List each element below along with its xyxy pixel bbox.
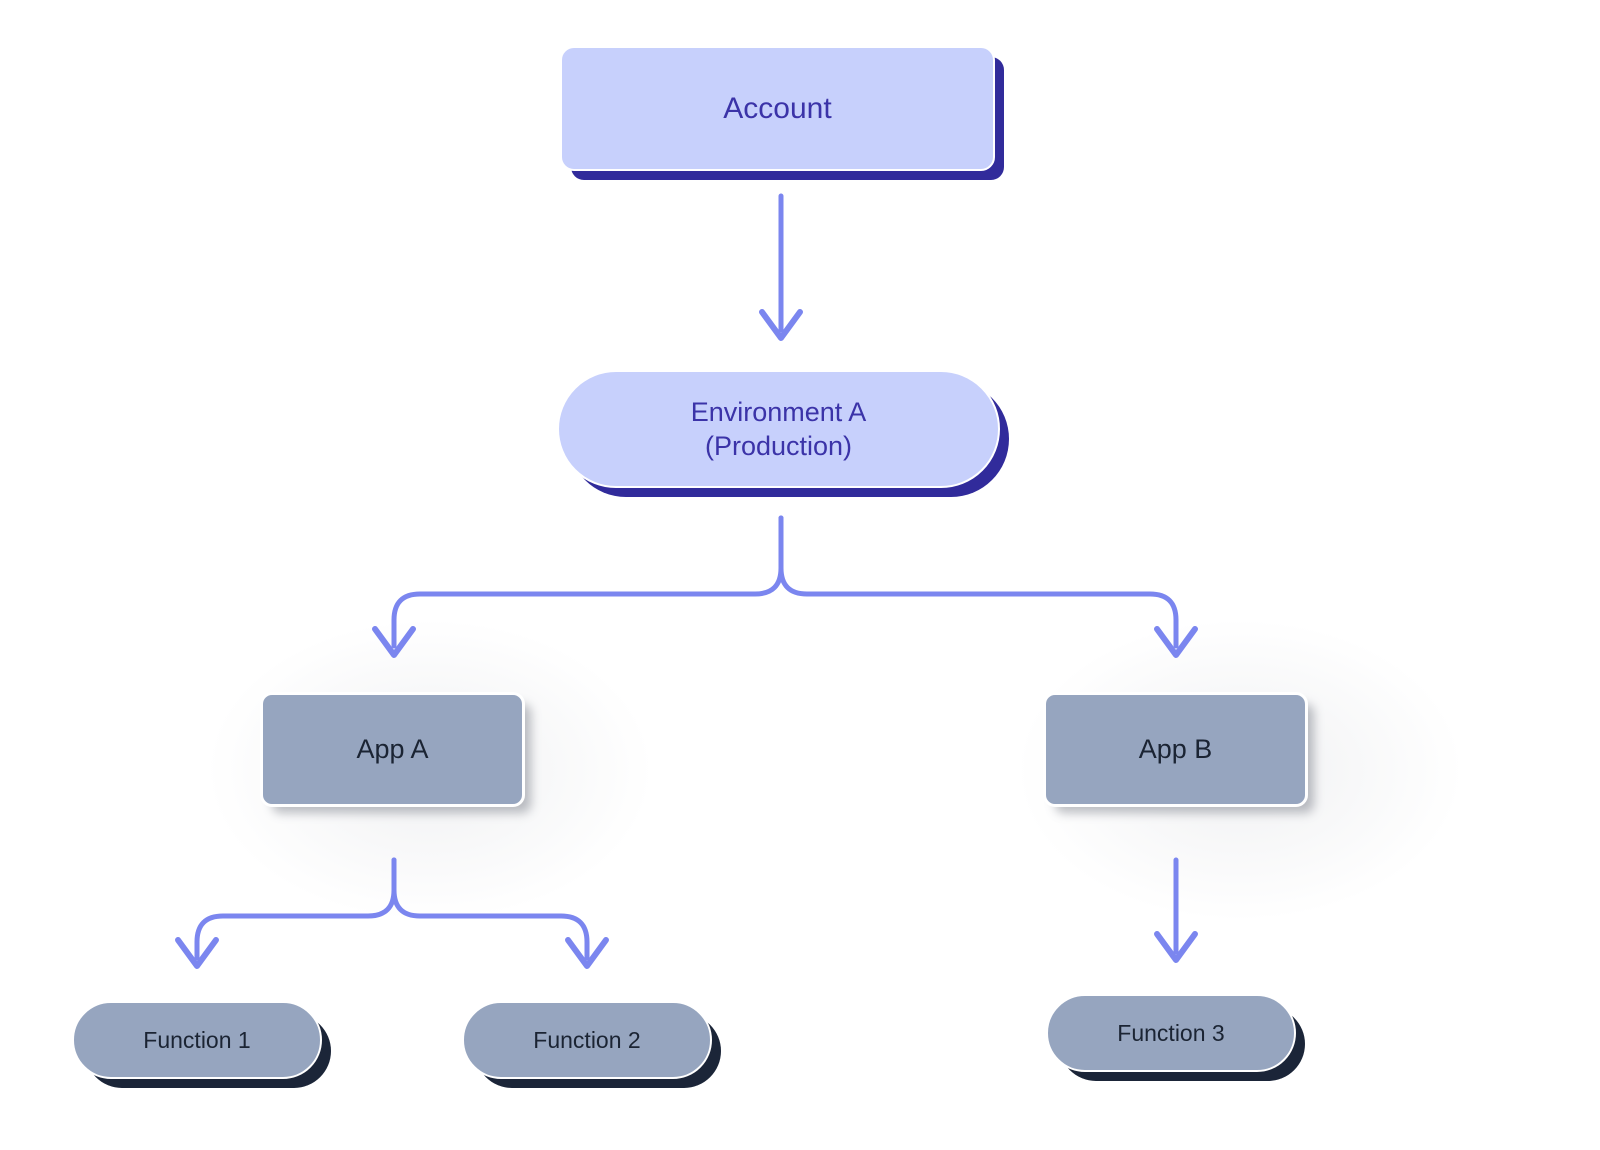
edge-app-a-to-function-1 bbox=[175, 857, 397, 969]
node-account[interactable]: Account bbox=[560, 46, 995, 171]
arrowhead-icon bbox=[1154, 931, 1198, 963]
arrowhead-icon bbox=[175, 937, 219, 969]
edge-app-a-to-function-2 bbox=[391, 857, 609, 969]
arrowhead-icon bbox=[565, 937, 609, 969]
arrowhead-icon bbox=[1154, 626, 1198, 658]
arrowhead-icon bbox=[372, 626, 416, 658]
edge-environment-a-to-app-a bbox=[372, 515, 784, 658]
edge-line bbox=[391, 857, 590, 961]
node-app-b[interactable]: App B bbox=[1043, 692, 1308, 807]
node-function-3[interactable]: Function 3 bbox=[1046, 994, 1296, 1072]
edge-environment-a-to-app-b bbox=[778, 515, 1198, 658]
node-app-a[interactable]: App A bbox=[260, 692, 525, 807]
edge-line bbox=[778, 515, 1179, 649]
edge-app-b-to-function-3 bbox=[1154, 857, 1198, 963]
node-function-2[interactable]: Function 2 bbox=[462, 1001, 712, 1079]
edge-account-to-environment-a bbox=[759, 193, 803, 341]
arrowhead-icon bbox=[759, 309, 803, 341]
node-environment-a[interactable]: Environment A (Production) bbox=[557, 370, 1000, 488]
edge-line bbox=[391, 515, 784, 649]
edge-line bbox=[194, 857, 397, 961]
node-function-1[interactable]: Function 1 bbox=[72, 1001, 322, 1079]
